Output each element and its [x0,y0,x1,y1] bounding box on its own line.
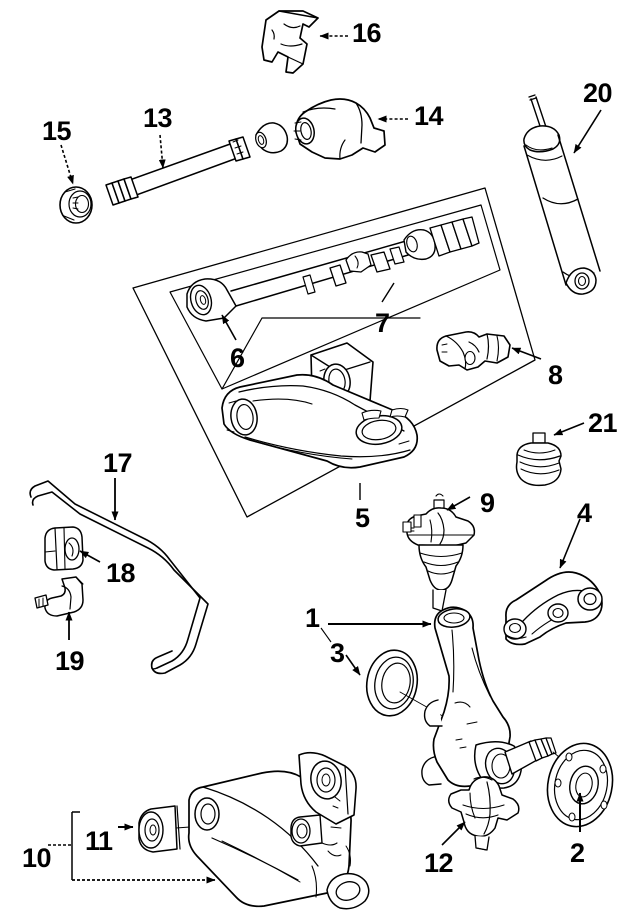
part-stabilizer-bushing [44,526,84,571]
part-steering-arm [503,571,603,646]
part-shock-absorber [523,94,601,295]
part-brake-rotor [546,742,614,828]
leader-15 [60,144,74,185]
part-lower-ball-joint [448,776,520,851]
part-lower-control-arm [138,751,370,910]
callout-15[interactable]: 15 [42,116,72,146]
part-torsion-bar-front-assembly [59,98,386,224]
part-strut-bar-cushion [515,432,562,487]
leader-13 [158,134,166,169]
leader-6 [221,314,237,341]
callout-6[interactable]: 6 [230,343,245,373]
callout-12[interactable]: 12 [424,848,454,878]
callout-19[interactable]: 19 [55,646,85,676]
callout-5[interactable]: 5 [355,503,370,533]
part-oil-seal [365,649,449,720]
leader-20 [573,109,602,154]
leader-7 [381,282,395,303]
callout-3[interactable]: 3 [330,638,345,668]
part-steering-knuckle [421,606,578,789]
part-upper-arm-assembly-outline [132,187,536,518]
callout-9[interactable]: 9 [480,488,495,518]
callout-1[interactable]: 1 [305,603,320,633]
part-upper-ball-joint [402,493,476,612]
callout-21[interactable]: 21 [588,408,618,438]
leader-10 [48,811,216,884]
callout-2[interactable]: 2 [570,838,585,868]
callout-17[interactable]: 17 [103,448,133,478]
callout-18[interactable]: 18 [106,558,136,588]
part-torsion-bar-end-bushing [59,186,93,224]
callout-14[interactable]: 14 [414,101,444,131]
callout-4[interactable]: 4 [577,498,592,528]
leader-8 [511,347,542,360]
callout-7[interactable]: 7 [375,308,390,338]
callout-16[interactable]: 16 [352,18,382,48]
leader-4 [559,518,581,569]
part-torsion-bar-bushing [186,278,237,322]
part-lower-arm-bushing [138,805,181,853]
part-torsion-bar-bracket [293,98,386,160]
callout-10[interactable]: 10 [22,843,52,873]
callout-13[interactable]: 13 [143,103,173,133]
leader-21 [553,422,585,436]
callout-11[interactable]: 11 [85,826,113,856]
leader-3 [345,654,361,676]
leader-9 [446,496,471,511]
callout-8[interactable]: 8 [548,360,563,390]
callout-20[interactable]: 20 [583,78,613,108]
leader-18 [79,550,101,563]
part-upper-arm-shaft-bracket [436,331,511,371]
part-stabilizer-bracket [34,576,84,617]
leader-12 [441,821,466,846]
part-stabilizer-bar [29,480,209,675]
part-torsion-bar [186,216,480,322]
part-upper-control-arm [221,342,419,469]
part-bump-stop-bracket [261,10,319,74]
